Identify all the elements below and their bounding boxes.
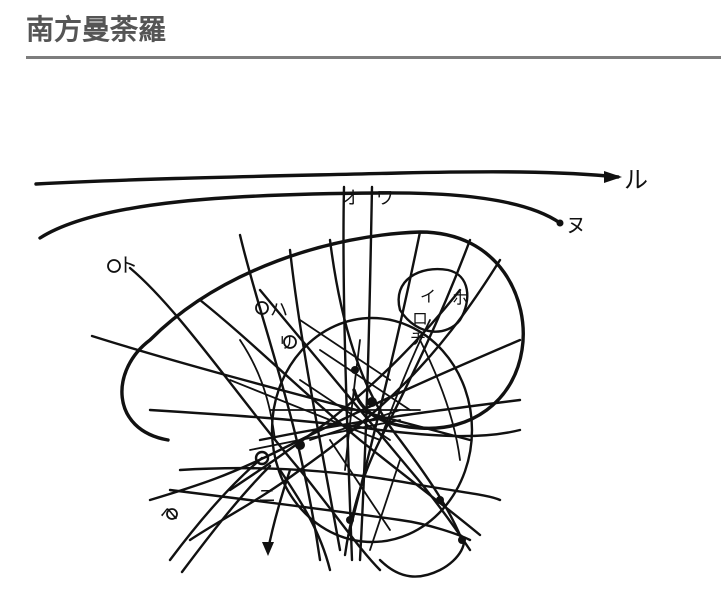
circle-ri bbox=[283, 335, 297, 349]
label-wa: ワ bbox=[376, 188, 394, 209]
vertical-wo bbox=[342, 185, 354, 562]
circle-he bbox=[166, 508, 178, 520]
mandala-diagram: ル ヌ オ ワ ト ハ イ ロ ホ チ リ ニ へ bbox=[0, 140, 721, 602]
label-to: ト bbox=[118, 253, 138, 277]
dot-nu bbox=[556, 219, 564, 227]
arrow-down-left bbox=[266, 468, 292, 552]
stroke-nu bbox=[38, 191, 562, 240]
crossing-strokes bbox=[90, 230, 522, 572]
arrow-ru bbox=[604, 171, 622, 183]
label-ha: ハ bbox=[270, 300, 288, 321]
label-ni: ニ bbox=[258, 486, 276, 507]
bottom-curl bbox=[378, 533, 466, 578]
stroke-ru bbox=[34, 170, 620, 186]
title-rule bbox=[26, 56, 721, 59]
arrowhead-down-left bbox=[262, 542, 274, 556]
label-ru: ル bbox=[624, 166, 648, 194]
page-title: 南方曼荼羅 bbox=[26, 13, 167, 46]
nodes bbox=[295, 366, 466, 544]
circle-ha bbox=[255, 301, 269, 315]
lower-tail-2 bbox=[180, 464, 272, 574]
vertical-wa bbox=[358, 185, 374, 562]
bulb-ri bbox=[254, 450, 270, 466]
label-wo: オ bbox=[342, 188, 360, 209]
circle-to bbox=[107, 259, 121, 273]
label-nu: ヌ bbox=[566, 213, 586, 237]
label-ro: ロ bbox=[412, 309, 428, 328]
label-he: へ bbox=[160, 504, 178, 525]
label-i: イ bbox=[420, 287, 436, 306]
page-header: 南方曼荼羅 bbox=[26, 0, 721, 60]
label-chi: チ bbox=[410, 329, 426, 348]
lower-tail bbox=[168, 456, 264, 562]
label-ho: ホ bbox=[452, 289, 468, 308]
mandala-drawing: ル ヌ オ ワ ト ハ イ ロ ホ チ リ ニ へ bbox=[34, 166, 648, 578]
